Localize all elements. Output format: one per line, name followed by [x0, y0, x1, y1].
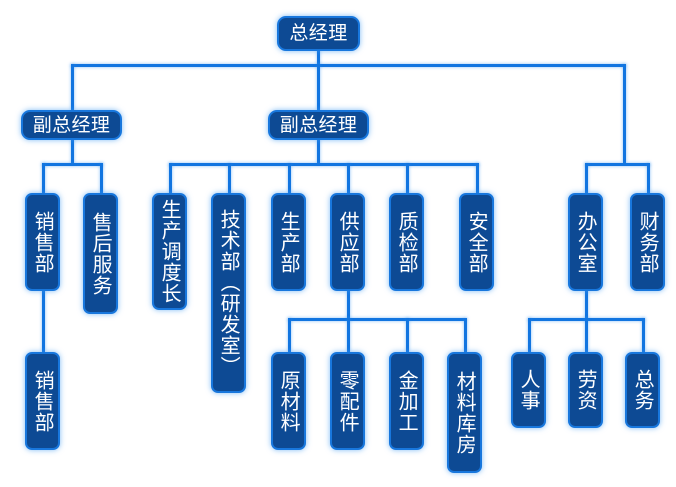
- connector-drop-labor-wages: [585, 318, 588, 352]
- node-label: 人事: [517, 369, 542, 411]
- connector-deputy-left-bus: [42, 163, 103, 166]
- connector-drop-deputy-mid: [317, 64, 320, 110]
- node-metal-processing[interactable]: 金加工: [389, 352, 424, 450]
- connector-drop-metal-processing: [406, 318, 409, 352]
- node-tech-dept[interactable]: 技术部（研发室）: [211, 193, 246, 393]
- connector-drop-tech: [228, 163, 231, 194]
- connector-drop-production: [288, 163, 291, 194]
- connector-deputy-left-stem: [71, 139, 74, 164]
- connector-drop-spare-parts: [347, 318, 350, 352]
- node-personnel[interactable]: 人事: [511, 352, 546, 428]
- node-sales-dept-sub[interactable]: 销售部: [25, 352, 60, 450]
- node-supply-dept[interactable]: 供应部: [330, 193, 365, 291]
- node-material-warehouse[interactable]: 材料库房: [447, 352, 482, 473]
- node-finance-dept[interactable]: 财务部: [630, 193, 665, 291]
- node-quality-dept[interactable]: 质检部: [389, 193, 424, 291]
- connector-level2-bus: [71, 64, 626, 67]
- connector-drop-production-scheduler: [169, 163, 172, 194]
- connector-drop-finance: [647, 163, 650, 194]
- node-label: 销售部: [31, 210, 56, 274]
- node-label: 生产调度长: [158, 199, 183, 304]
- node-general-affairs[interactable]: 总务: [625, 352, 660, 428]
- node-label: 零配件: [336, 369, 361, 433]
- node-label: 技术部（研发室）: [217, 209, 242, 377]
- connector-drop-right-branch: [623, 64, 626, 163]
- connector-drop-office: [585, 163, 588, 194]
- node-label: 售后服务: [89, 211, 114, 296]
- node-after-sales-service[interactable]: 售后服务: [83, 193, 118, 314]
- connector-drop-deputy-left: [71, 64, 74, 110]
- node-deputy-manager-mid[interactable]: 副总经理: [268, 110, 369, 140]
- node-label: 原材料: [277, 369, 302, 433]
- node-label: 办公室: [574, 210, 599, 274]
- node-label: 销售部: [31, 369, 56, 433]
- node-label: 安全部: [465, 210, 490, 274]
- node-production-scheduler[interactable]: 生产调度长: [152, 193, 187, 310]
- node-raw-material[interactable]: 原材料: [271, 352, 306, 450]
- connector-deputy-mid-stem: [317, 139, 320, 164]
- node-general-manager[interactable]: 总经理: [277, 16, 360, 51]
- node-label: 总务: [631, 369, 656, 411]
- node-label: 供应部: [336, 210, 361, 274]
- node-safety-dept[interactable]: 安全部: [459, 193, 494, 291]
- node-label: 副总经理: [279, 113, 358, 136]
- node-label: 财务部: [636, 210, 661, 274]
- node-sales-dept[interactable]: 销售部: [25, 193, 60, 291]
- connector-supply-bus: [288, 318, 466, 321]
- connector-drop-personnel: [528, 318, 531, 352]
- node-deputy-manager-left[interactable]: 副总经理: [21, 110, 122, 140]
- connector-drop-general-affairs: [642, 318, 645, 352]
- node-office[interactable]: 办公室: [568, 193, 603, 291]
- connector-drop-safety: [476, 163, 479, 194]
- node-label: 金加工: [395, 369, 420, 433]
- connector-deputy-mid-bus: [169, 163, 479, 166]
- node-production-dept[interactable]: 生产部: [271, 193, 306, 291]
- connector-drop-sales: [42, 163, 45, 194]
- node-label: 生产部: [277, 210, 302, 274]
- connector-sales-to-sub: [42, 290, 45, 352]
- connector-right-branch-bus: [585, 163, 650, 166]
- connector-drop-material-warehouse: [464, 318, 467, 352]
- node-label: 总经理: [289, 22, 348, 45]
- node-label: 质检部: [395, 210, 420, 274]
- node-label: 材料库房: [453, 370, 478, 455]
- connector-drop-quality: [406, 163, 409, 194]
- connector-gm-stem: [317, 50, 320, 65]
- connector-drop-raw-material: [288, 318, 291, 352]
- connector-drop-after-sales: [100, 163, 103, 194]
- connector-office-stem: [585, 290, 588, 319]
- node-label: 劳资: [574, 369, 599, 411]
- connector-supply-stem: [347, 290, 350, 319]
- node-label: 副总经理: [32, 113, 111, 136]
- connector-drop-supply: [347, 163, 350, 194]
- node-spare-parts[interactable]: 零配件: [330, 352, 365, 450]
- node-labor-wages[interactable]: 劳资: [568, 352, 603, 428]
